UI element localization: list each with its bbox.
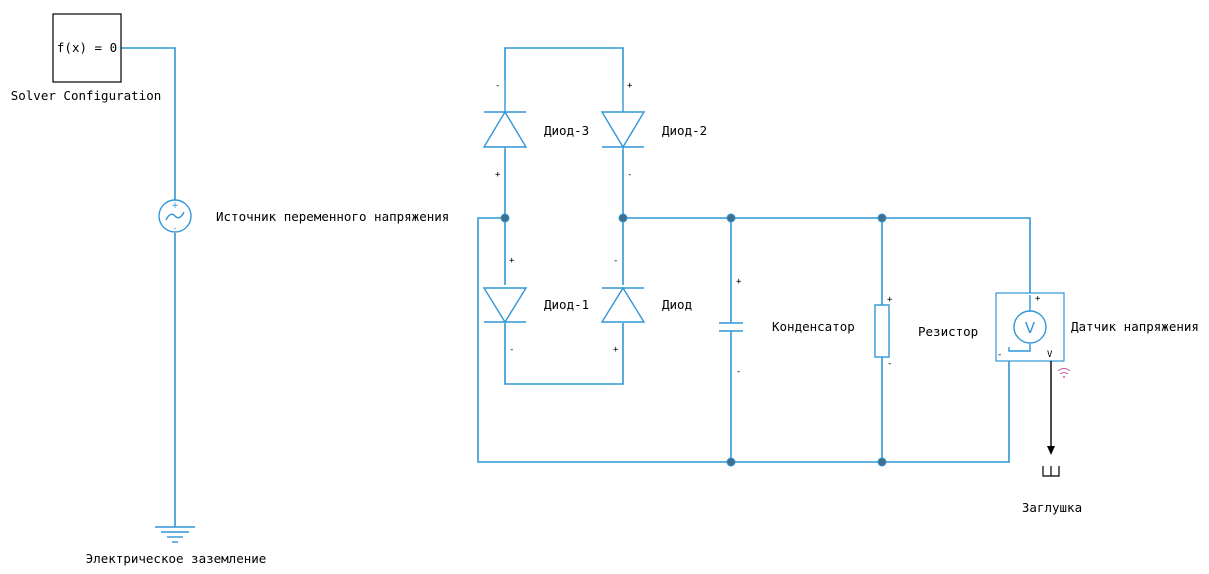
voltmeter-symbol: V	[1025, 319, 1036, 337]
junction-node	[618, 213, 628, 223]
junction-node	[877, 213, 887, 223]
voltage-sensor-block[interactable]: V + - V Датчик напряжения	[995, 292, 1199, 378]
voltmeter-icon	[1013, 310, 1047, 344]
solver-text: f(x) = 0	[57, 40, 117, 55]
diode2-plus: +	[627, 81, 633, 91]
wire-top-rail[interactable]	[623, 217, 1031, 295]
wire-bridge-bottom[interactable]	[504, 323, 624, 385]
ac-voltage-source-block[interactable]: + - Источник переменного напряжения	[158, 199, 449, 234]
electrical-ground-block[interactable]: Электрическое заземление	[86, 526, 267, 566]
voltage-sensor-label: Датчик напряжения	[1071, 319, 1199, 334]
solver-box	[52, 13, 122, 83]
solver-configuration-block[interactable]: f(x) = 0 Solver Configuration	[11, 13, 162, 103]
diode-plus: +	[613, 345, 619, 355]
diode1-block[interactable]: + - Диод-1	[482, 256, 589, 355]
sensor-plus: +	[1035, 294, 1041, 304]
capacitor-icon	[719, 322, 743, 332]
diode-icon	[600, 80, 646, 150]
ac-voltage-source-icon: + -	[158, 199, 192, 234]
diode-minus: -	[613, 256, 618, 266]
diode1-label: Диод-1	[544, 297, 589, 312]
sensor-minus: -	[997, 350, 1002, 360]
signal-wifi-icon	[1057, 368, 1071, 378]
diode-label: Диод	[662, 297, 692, 312]
junction-node	[877, 457, 887, 467]
capacitor-label: Конденсатор	[772, 319, 855, 334]
diode3-block[interactable]: - + Диод-3	[482, 80, 589, 180]
diode3-minus: -	[495, 81, 500, 91]
capacitor-block[interactable]: + - Конденсатор	[719, 277, 855, 377]
diode-block[interactable]: - + Диод	[600, 256, 692, 355]
wire-solver-source[interactable]	[121, 47, 176, 200]
arrow-head-icon	[1047, 446, 1055, 455]
wire-return-left[interactable]	[477, 217, 1010, 463]
resistor-block[interactable]: + - Резистор	[874, 295, 978, 369]
junction-nodes	[500, 213, 887, 467]
diode-icon	[482, 80, 528, 150]
resistor-minus: -	[887, 359, 892, 369]
junction-node	[726, 457, 736, 467]
ac-minus-mark: -	[173, 224, 176, 234]
junction-node	[500, 213, 510, 223]
electrical-ground-icon	[155, 526, 195, 543]
sensor-output-port: V	[1047, 350, 1053, 360]
wires	[121, 47, 1031, 527]
resistor-plus: +	[887, 295, 893, 305]
terminator-block[interactable]: Заглушка	[1022, 466, 1082, 515]
diode2-block[interactable]: + - Диод-2	[600, 80, 707, 180]
diode-icon	[600, 286, 646, 323]
diode2-label: Диод-2	[662, 123, 707, 138]
capacitor-plus: +	[736, 277, 742, 287]
resistor-icon	[874, 304, 890, 358]
capacitor-minus: -	[736, 367, 741, 377]
signal-line[interactable]	[1047, 361, 1055, 455]
solver-label: Solver Configuration	[11, 88, 162, 103]
terminator-icon	[1042, 466, 1060, 477]
diode1-plus: +	[509, 256, 515, 266]
terminator-label: Заглушка	[1022, 500, 1082, 515]
diode2-minus: -	[627, 170, 632, 180]
ac-plus-mark: +	[171, 201, 179, 211]
diode-icon	[482, 287, 528, 324]
resistor-label: Резистор	[918, 324, 978, 339]
ground-label: Электрическое заземление	[86, 551, 267, 566]
diode1-minus: -	[509, 345, 514, 355]
diode3-label: Диод-3	[544, 123, 589, 138]
ac-source-label: Источник переменного напряжения	[216, 209, 449, 224]
wire-bridge-top[interactable]	[504, 47, 624, 80]
junction-node	[726, 213, 736, 223]
diode3-plus: +	[495, 170, 501, 180]
